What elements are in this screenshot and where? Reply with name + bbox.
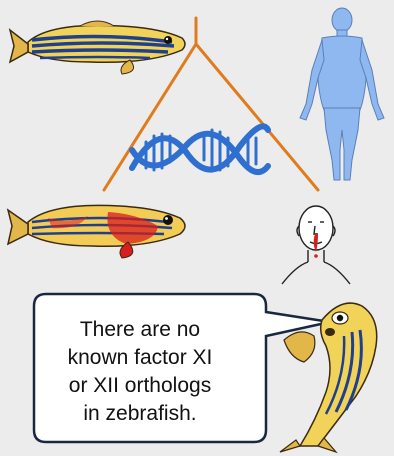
human-body-icon (300, 8, 384, 180)
human-head-bleeding-icon (282, 206, 350, 284)
zebrafish-wildtype-icon (10, 21, 185, 74)
dna-helix-icon (132, 126, 268, 172)
zebrafish-bleeding-icon (8, 205, 185, 258)
speech-bubble-text: There are no known factor XI or XII orth… (24, 304, 256, 440)
